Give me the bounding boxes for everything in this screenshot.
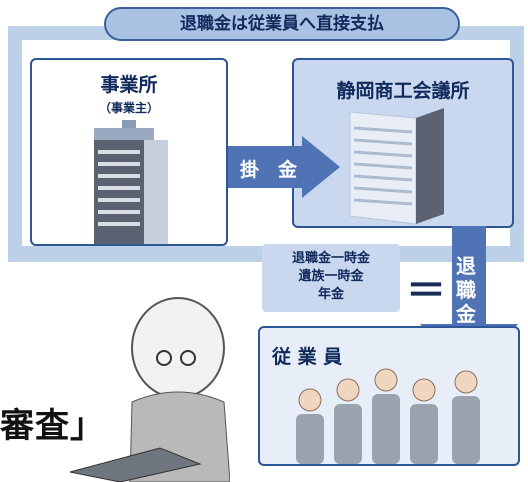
office-building-icon [94,120,168,244]
payment-type-pension: 年金 [317,287,344,302]
retirement-char-1: 退 [456,254,476,278]
payment-type-lump-sum: 退職金一時金 [291,251,370,266]
retirement-char-3: 金 [456,302,476,326]
review-text-fragment: 審査」 [0,406,105,446]
chamber-label: 静岡商工会議所 [336,80,470,102]
office-sublabel: （事業主） [98,101,159,115]
employees-group-illustration [296,368,480,464]
elderly-man-at-keyboard-illustration [69,297,230,482]
chamber-building-icon [349,108,444,225]
payment-types-box: 退職金一時金 遺族一時金 年金 [262,244,400,312]
employees-box: 従 業 員 [258,326,520,466]
chamber-box: 静岡商工会議所 [292,58,514,228]
office-box: 事業所 （事業主） [30,58,228,246]
contribution-arrow [228,136,340,198]
payment-type-survivor: 遺族一時金 [298,269,364,284]
office-label: 事業所 [100,74,158,96]
retirement-char-2: 職 [456,278,476,302]
contribution-label: 掛 金 [240,159,298,181]
equals-sign: ＝ [406,268,446,314]
employees-label: 従 業 員 [272,346,343,368]
diagram-title: 退職金は従業員へ直接支払 [104,7,460,41]
